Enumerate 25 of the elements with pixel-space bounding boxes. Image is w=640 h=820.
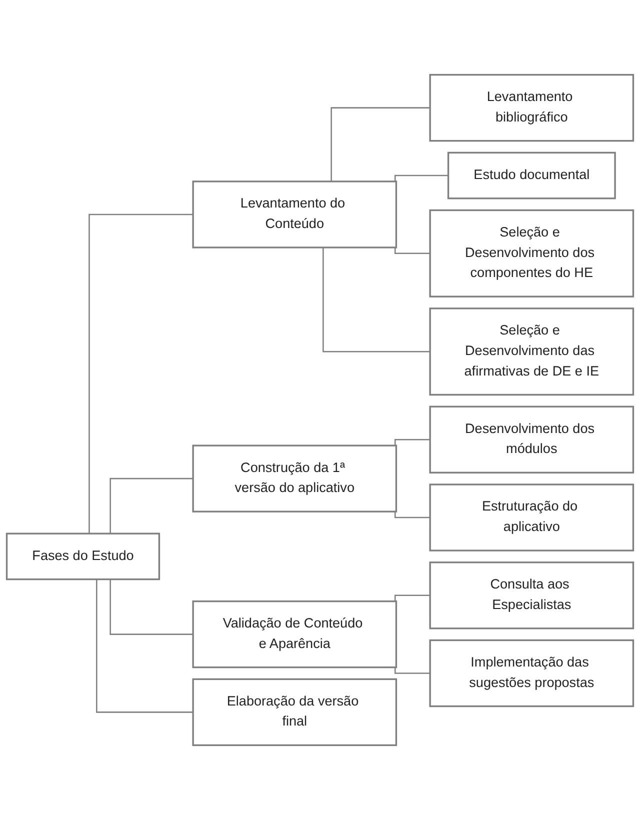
node-box: Construção da 1ª versão do aplicativo xyxy=(192,444,398,512)
connector xyxy=(394,439,430,446)
node-box: Consulta aos Especialistas xyxy=(429,562,634,630)
connector xyxy=(88,214,194,534)
node-box: Validação de Conteúdo e Aparência xyxy=(192,600,398,668)
node-box: Estudo documental xyxy=(447,152,616,200)
connector xyxy=(330,107,430,182)
node-box: Fases do Estudo xyxy=(6,532,160,580)
connector xyxy=(394,174,448,182)
node-box: Levantamento do Conteúdo xyxy=(192,180,398,248)
node-box: Seleção e Desenvolvimento dos componentes do HE xyxy=(429,209,634,298)
node-box: Estruturação do aplicativo xyxy=(429,484,634,552)
node-box: Seleção e Desenvolvimento das afirmativas de DE e IE xyxy=(429,308,634,396)
connector xyxy=(110,579,194,635)
connector xyxy=(110,478,194,534)
node-box: Desenvolvimento dos módulos xyxy=(429,406,634,474)
connector xyxy=(322,247,430,352)
connector xyxy=(394,512,430,518)
connector xyxy=(394,667,430,674)
node-box: Implementação das sugestões propostas xyxy=(429,639,634,708)
connector xyxy=(96,579,194,713)
node-box: Elaboração da versão final xyxy=(192,678,398,746)
connector xyxy=(394,594,430,602)
node-box: Levantamento bibliográfico xyxy=(429,74,634,142)
connector xyxy=(394,247,430,254)
